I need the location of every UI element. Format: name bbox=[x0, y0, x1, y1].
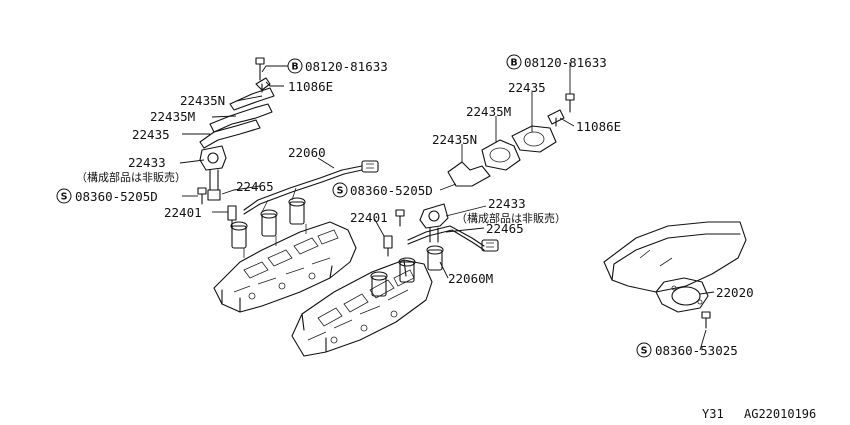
label-22401-left: 22401 bbox=[164, 205, 202, 220]
svg-text:B: B bbox=[291, 62, 298, 73]
label-11086e-right: 11086E bbox=[576, 119, 621, 134]
label-s1-08360-5205d: 08360-5205D bbox=[75, 189, 158, 204]
label-22465-right: 22465 bbox=[486, 221, 524, 236]
label-note-not-sold-left: （構成部品は非販売） bbox=[76, 170, 186, 184]
footer-model-code: Y31 bbox=[702, 407, 724, 421]
right-ignition-coils bbox=[370, 245, 444, 297]
label-s2-08360-5205d: 08360-5205D bbox=[350, 183, 433, 198]
left-cylinder-head bbox=[213, 221, 357, 313]
screw-badge-left: S bbox=[56, 188, 72, 204]
svg-text:S: S bbox=[337, 186, 344, 197]
right-spark-plug-22401 bbox=[383, 235, 393, 257]
right-crank-angle-sensor bbox=[419, 203, 449, 243]
label-b1-08120-81633: 08120-81633 bbox=[305, 59, 388, 74]
right-harness bbox=[407, 225, 499, 252]
bolt-badge-left: B bbox=[287, 58, 303, 74]
left-spark-plug-22401 bbox=[227, 205, 237, 229]
label-note-not-sold-right: （構成部品は非販売） bbox=[456, 211, 566, 225]
label-22020: 22020 bbox=[716, 285, 754, 300]
label-22435-left: 22435 bbox=[132, 127, 170, 142]
label-22060: 22060 bbox=[288, 145, 326, 160]
label-b2-08120-81633: 08120-81633 bbox=[524, 55, 607, 70]
left-bracket-11086e bbox=[255, 77, 271, 93]
bolt-badge-right: B bbox=[506, 54, 522, 70]
left-harness bbox=[243, 160, 379, 215]
svg-text:B: B bbox=[510, 58, 517, 69]
label-22433-right: 22433 bbox=[488, 196, 526, 211]
svg-text:S: S bbox=[61, 192, 68, 203]
right-bolt-08120 bbox=[565, 93, 575, 113]
intake-plenum bbox=[603, 221, 747, 313]
label-22435m-left: 22435M bbox=[150, 109, 195, 124]
leader-lines bbox=[179, 62, 715, 351]
right-gasket-22435 bbox=[511, 125, 557, 153]
right-gasket-22435m bbox=[481, 139, 521, 171]
intake-screw-08360 bbox=[701, 311, 711, 329]
screw-badge-intake: S bbox=[636, 342, 652, 358]
screw-badge-right: S bbox=[332, 182, 348, 198]
label-22465-left: 22465 bbox=[236, 179, 274, 194]
left-bolt-08120 bbox=[255, 57, 265, 81]
label-22435m-right: 22435M bbox=[466, 104, 511, 119]
label-22401-right: 22401 bbox=[350, 210, 388, 225]
label-22060m: 22060M bbox=[448, 271, 493, 286]
right-gasket-22435n bbox=[447, 161, 491, 187]
left-gasket-22435 bbox=[199, 119, 261, 149]
svg-text:S: S bbox=[641, 346, 648, 357]
label-22435n-right: 22435N bbox=[432, 132, 477, 147]
label-22435n-left: 22435N bbox=[180, 93, 225, 108]
right-bracket-11086e bbox=[547, 109, 565, 127]
label-s3-08360-53025: 08360-53025 bbox=[655, 343, 738, 358]
footer-diagram-code: AG22010196 bbox=[744, 407, 816, 421]
left-gasket-22435m bbox=[209, 103, 273, 133]
label-11086e-left: 11086E bbox=[288, 79, 333, 94]
right-screw-08360 bbox=[395, 209, 405, 227]
left-screw-08360 bbox=[197, 187, 207, 205]
label-22435-right: 22435 bbox=[508, 80, 546, 95]
left-gasket-22435n bbox=[229, 87, 275, 111]
label-22433-left: 22433 bbox=[128, 155, 166, 170]
right-cylinder-head bbox=[291, 259, 433, 357]
left-ignition-coils bbox=[230, 197, 306, 249]
left-crank-angle-sensor bbox=[199, 145, 227, 201]
